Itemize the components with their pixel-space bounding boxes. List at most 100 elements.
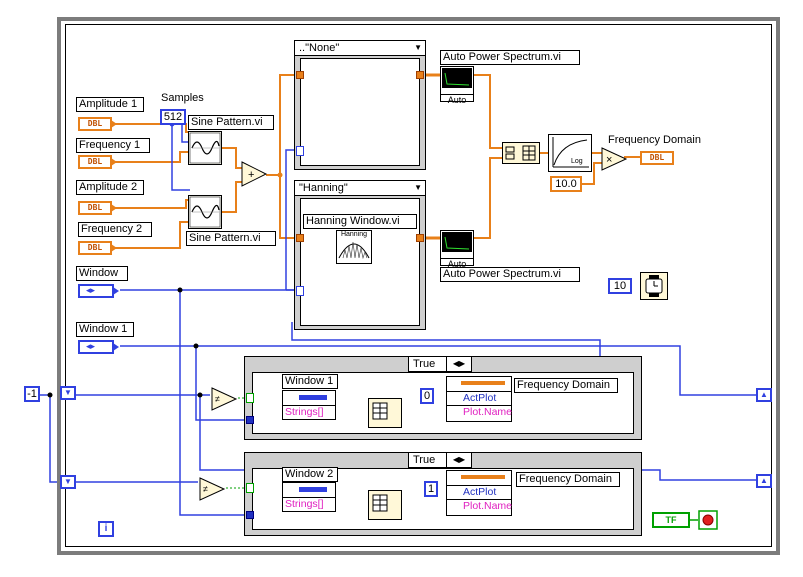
index-array-node-2[interactable]: [368, 490, 402, 520]
multiply-node[interactable]: ×: [600, 146, 628, 172]
sine-pattern-2-label: Sine Pattern.vi: [186, 231, 276, 246]
build-array-node[interactable]: [502, 142, 540, 164]
svg-text:Log: Log: [571, 158, 583, 165]
case-true-2-arrows[interactable]: ◀▶: [446, 452, 472, 468]
case-none-interior: [300, 58, 420, 166]
shift-register-left-2[interactable]: ▼: [60, 475, 76, 489]
not-equal-node-1[interactable]: ≠: [210, 386, 238, 412]
spectrum-icon: [442, 68, 472, 88]
aps-1-icon-text: Auto: [441, 94, 473, 105]
enum-wires: [40, 123, 756, 516]
amplitude1-control[interactable]: DBL: [78, 117, 117, 131]
ring-header: [283, 483, 335, 498]
array-icon: [372, 494, 388, 512]
plotname-row[interactable]: Plot.Name: [463, 500, 513, 512]
spectrum-icon: [442, 232, 472, 252]
stop-condition-icon[interactable]: [698, 510, 718, 530]
case-none-selector[interactable]: .."None" ▼: [294, 40, 426, 56]
case-hanning-selector[interactable]: "Hanning" ▼: [294, 180, 426, 196]
amplitude2-label: Amplitude 2: [76, 180, 144, 195]
frequency2-control[interactable]: DBL: [78, 241, 117, 255]
sine-pattern-1-vi[interactable]: [188, 131, 222, 165]
tunnel: [296, 234, 304, 242]
amplitude2-control[interactable]: DBL: [78, 201, 117, 215]
freq-domain-indicator[interactable]: DBL: [640, 151, 674, 165]
samples-constant[interactable]: 512: [160, 109, 186, 125]
samples-label: Samples: [161, 92, 204, 104]
log-curve-icon: Log: [552, 137, 589, 168]
window-ring-control[interactable]: [78, 284, 119, 298]
frequency2-label: Frequency 2: [78, 222, 152, 237]
tunnel: [246, 416, 254, 424]
window1-ring-control[interactable]: [78, 340, 119, 354]
aps-2-label: Auto Power Spectrum.vi: [440, 267, 580, 282]
selector-tunnel: [296, 286, 304, 296]
window2-property-node[interactable]: Strings[]: [282, 482, 336, 512]
sine-pattern-2-vi[interactable]: [188, 195, 222, 229]
strings-row[interactable]: Strings[]: [285, 498, 324, 510]
window1-case-label: Window 1: [282, 374, 338, 389]
multiplier-constant[interactable]: 10.0: [550, 176, 582, 192]
auto-power-spectrum-2-vi[interactable]: Auto: [440, 230, 474, 269]
add-node[interactable]: +: [240, 160, 268, 188]
minus-one-constant[interactable]: -1: [24, 386, 40, 402]
hanning-icon-label: Hanning: [340, 231, 368, 238]
graph-ref-header: [447, 471, 511, 486]
freq-domain-property-node-2[interactable]: ActPlot Plot.Name: [446, 470, 512, 516]
svg-text:≠: ≠: [215, 394, 220, 404]
actplot-row[interactable]: ActPlot: [447, 486, 511, 500]
window1-label: Window 1: [76, 322, 134, 337]
frequency1-control[interactable]: DBL: [78, 155, 117, 169]
shift-register-right-2[interactable]: ▲: [756, 474, 772, 488]
case-hanning-selector-text: "Hanning": [299, 182, 348, 194]
plot-index-constant-1[interactable]: 1: [424, 481, 438, 497]
plot-index-constant-0[interactable]: 0: [420, 388, 434, 404]
case-true-1-arrows[interactable]: ◀▶: [446, 356, 472, 372]
svg-text:+: +: [248, 169, 254, 181]
selector-tunnel: [296, 146, 304, 156]
case-selector-terminal: [246, 393, 254, 403]
freq-domain-label: Frequency Domain: [608, 134, 701, 146]
tunnel: [246, 511, 254, 519]
decibel-conversion-vi[interactable]: Log: [548, 134, 592, 172]
frequency1-label: Frequency 1: [76, 138, 150, 153]
case-selector-terminal: [246, 483, 254, 493]
sine-wave-icon: [189, 132, 221, 164]
watch-icon: [645, 275, 663, 297]
plotname-row[interactable]: Plot.Name: [463, 406, 513, 418]
tunnel: [296, 71, 304, 79]
hanning-window-vi[interactable]: Hanning: [336, 230, 372, 264]
svg-text:×: ×: [606, 154, 612, 166]
window1-property-node[interactable]: Strings[]: [282, 390, 336, 420]
freq-domain-pn-label-1: Frequency Domain: [514, 378, 618, 393]
wait-constant[interactable]: 10: [608, 278, 632, 294]
amplitude1-label: Amplitude 1: [76, 97, 144, 112]
ring-header: [283, 391, 335, 406]
iteration-terminal[interactable]: i: [98, 521, 114, 537]
while-loop-border: [57, 17, 780, 555]
aps-1-label: Auto Power Spectrum.vi: [440, 50, 580, 65]
chevron-down-icon: ▼: [414, 183, 422, 192]
shift-register-right-1[interactable]: ▲: [756, 388, 772, 402]
shift-register-left-1[interactable]: ▼: [60, 386, 76, 400]
wait-ms-node[interactable]: [640, 272, 668, 300]
chevron-down-icon: ▼: [414, 43, 422, 52]
array-icon: [372, 402, 388, 420]
array-icon: [505, 145, 536, 161]
case-none-selector-text: .."None": [299, 42, 340, 54]
strings-row[interactable]: Strings[]: [285, 406, 324, 418]
sine-wave-icon: [189, 196, 221, 228]
freq-domain-pn-label-2: Frequency Domain: [516, 472, 620, 487]
tunnel: [416, 234, 424, 242]
window-label: Window: [76, 266, 128, 281]
svg-text:≠: ≠: [203, 484, 208, 494]
not-equal-node-2[interactable]: ≠: [198, 476, 226, 502]
auto-power-spectrum-1-vi[interactable]: Auto: [440, 66, 474, 105]
index-array-node-1[interactable]: [368, 398, 402, 428]
case-true-1-selector-text: True: [413, 358, 436, 370]
freq-domain-property-node-1[interactable]: ActPlot Plot.Name: [446, 376, 512, 422]
actplot-row[interactable]: ActPlot: [447, 392, 511, 406]
hanning-window-icon: [338, 241, 370, 260]
stop-boolean-control[interactable]: TF: [652, 512, 690, 528]
